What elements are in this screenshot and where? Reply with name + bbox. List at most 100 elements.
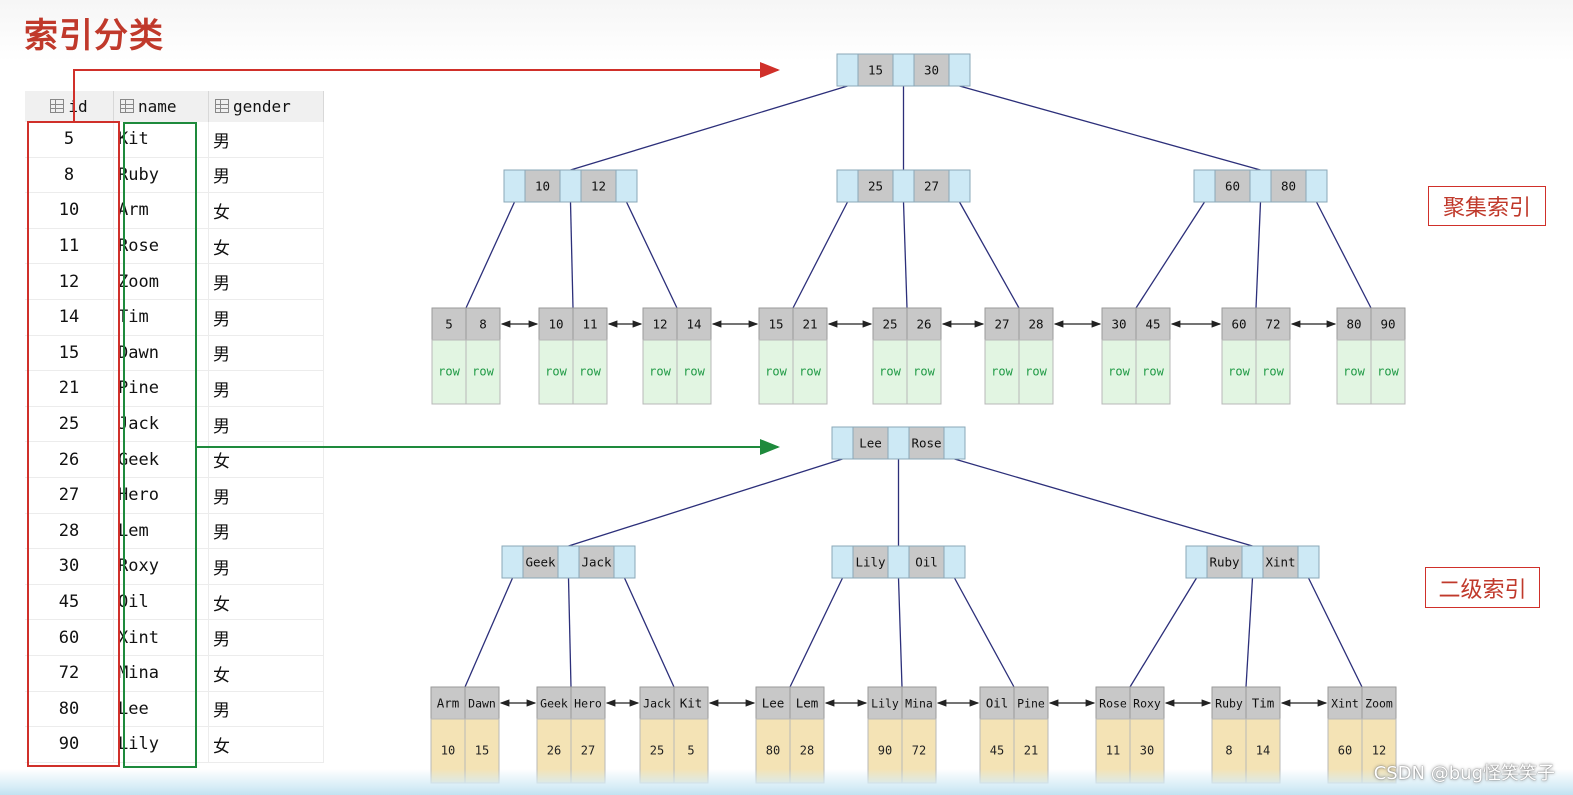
leaf-value: 5 [687,744,694,758]
page-title: 索引分类 [24,16,164,56]
cell-name: Kit [113,122,209,158]
cell-id: 60 [25,619,114,656]
column-header-id[interactable]: id [25,91,114,122]
leaf-key: 8 [479,317,487,332]
cell-gender: 女 [208,726,324,763]
key-cell [852,545,889,579]
table-header-row: id name gender [25,91,324,122]
tree-edge [623,577,675,688]
cell-name: Mina [113,655,209,692]
cell-gender: 男 [208,477,324,514]
cell-name: Roxy [113,548,209,585]
node-key: 25 [868,179,883,194]
leaf-value-cell [872,339,908,405]
leaf-key: 80 [1346,317,1361,332]
leaf-value: 11 [1106,744,1120,758]
leaf-key: Geek [540,697,568,711]
leaf-key-cell [792,307,828,341]
node-key: Geek [525,555,556,570]
leaf-value-cell [1255,339,1291,405]
tree-edge [569,201,574,309]
connector-arrows [73,62,780,455]
column-header-name[interactable]: name [113,91,209,122]
leaf-value: row [438,365,460,379]
leaf-key-cell [1327,686,1363,720]
leaf-key-cell [1255,307,1291,341]
cell-id: 80 [25,691,114,728]
cell-id: 27 [25,477,114,514]
pointer-cell [887,426,910,460]
leaf-key: Dawn [468,697,496,711]
pointer-cell [892,169,915,203]
cell-id: 30 [25,548,114,585]
pointer-cell [948,53,971,87]
node-key: 80 [1281,179,1296,194]
tree-edge [465,201,516,309]
pointer-cell [615,169,638,203]
cell-id: 12 [25,263,114,300]
leaf-key: Kit [680,696,703,711]
leaf-key-cell [642,307,678,341]
pointer-cell [1297,545,1320,579]
leaf-value: 60 [1338,744,1352,758]
leaf-value: 80 [766,744,780,758]
column-header-gender[interactable]: gender [208,91,324,122]
pointer-cell [1185,545,1208,579]
leaf-key: Lily [871,697,899,711]
tree-edge [959,85,1261,171]
node-key: Lily [855,555,886,570]
leaf-value: 14 [1256,744,1270,758]
leaf-key: 28 [1028,317,1043,332]
leaf-key-cell [789,686,825,720]
leaf-key: Roxy [1133,697,1161,711]
pointer-cell [887,545,910,579]
leaf-key: Hero [574,697,602,711]
leaf-key-cell [572,307,608,341]
leaf-key-cell [906,307,942,341]
leaf-value: 72 [912,744,926,758]
leaf-key: 60 [1231,317,1246,332]
column-header-label: name [138,97,177,116]
cell-name: Oil [113,584,209,621]
leaf-value-cell [572,339,608,405]
leaf-key: 15 [768,317,783,332]
cell-name: Zoom [113,263,209,300]
cell-gender: 男 [208,263,324,300]
leaf-value: 25 [650,744,664,758]
key-cell [908,545,945,579]
leaf-value: 90 [878,744,892,758]
pointer-cell [503,169,526,203]
leaf-value-cell [984,339,1020,405]
cell-id: 72 [25,655,114,692]
tree-edge [568,458,843,547]
cell-id: 14 [25,299,114,336]
leaf-value: row [472,365,494,379]
tree-edge [1315,201,1372,309]
pointer-cell [559,169,582,203]
pointer-cell [613,545,636,579]
cell-name: Pine [113,370,209,407]
leaf-value: row [1377,365,1399,379]
leaf-value: row [1228,365,1250,379]
